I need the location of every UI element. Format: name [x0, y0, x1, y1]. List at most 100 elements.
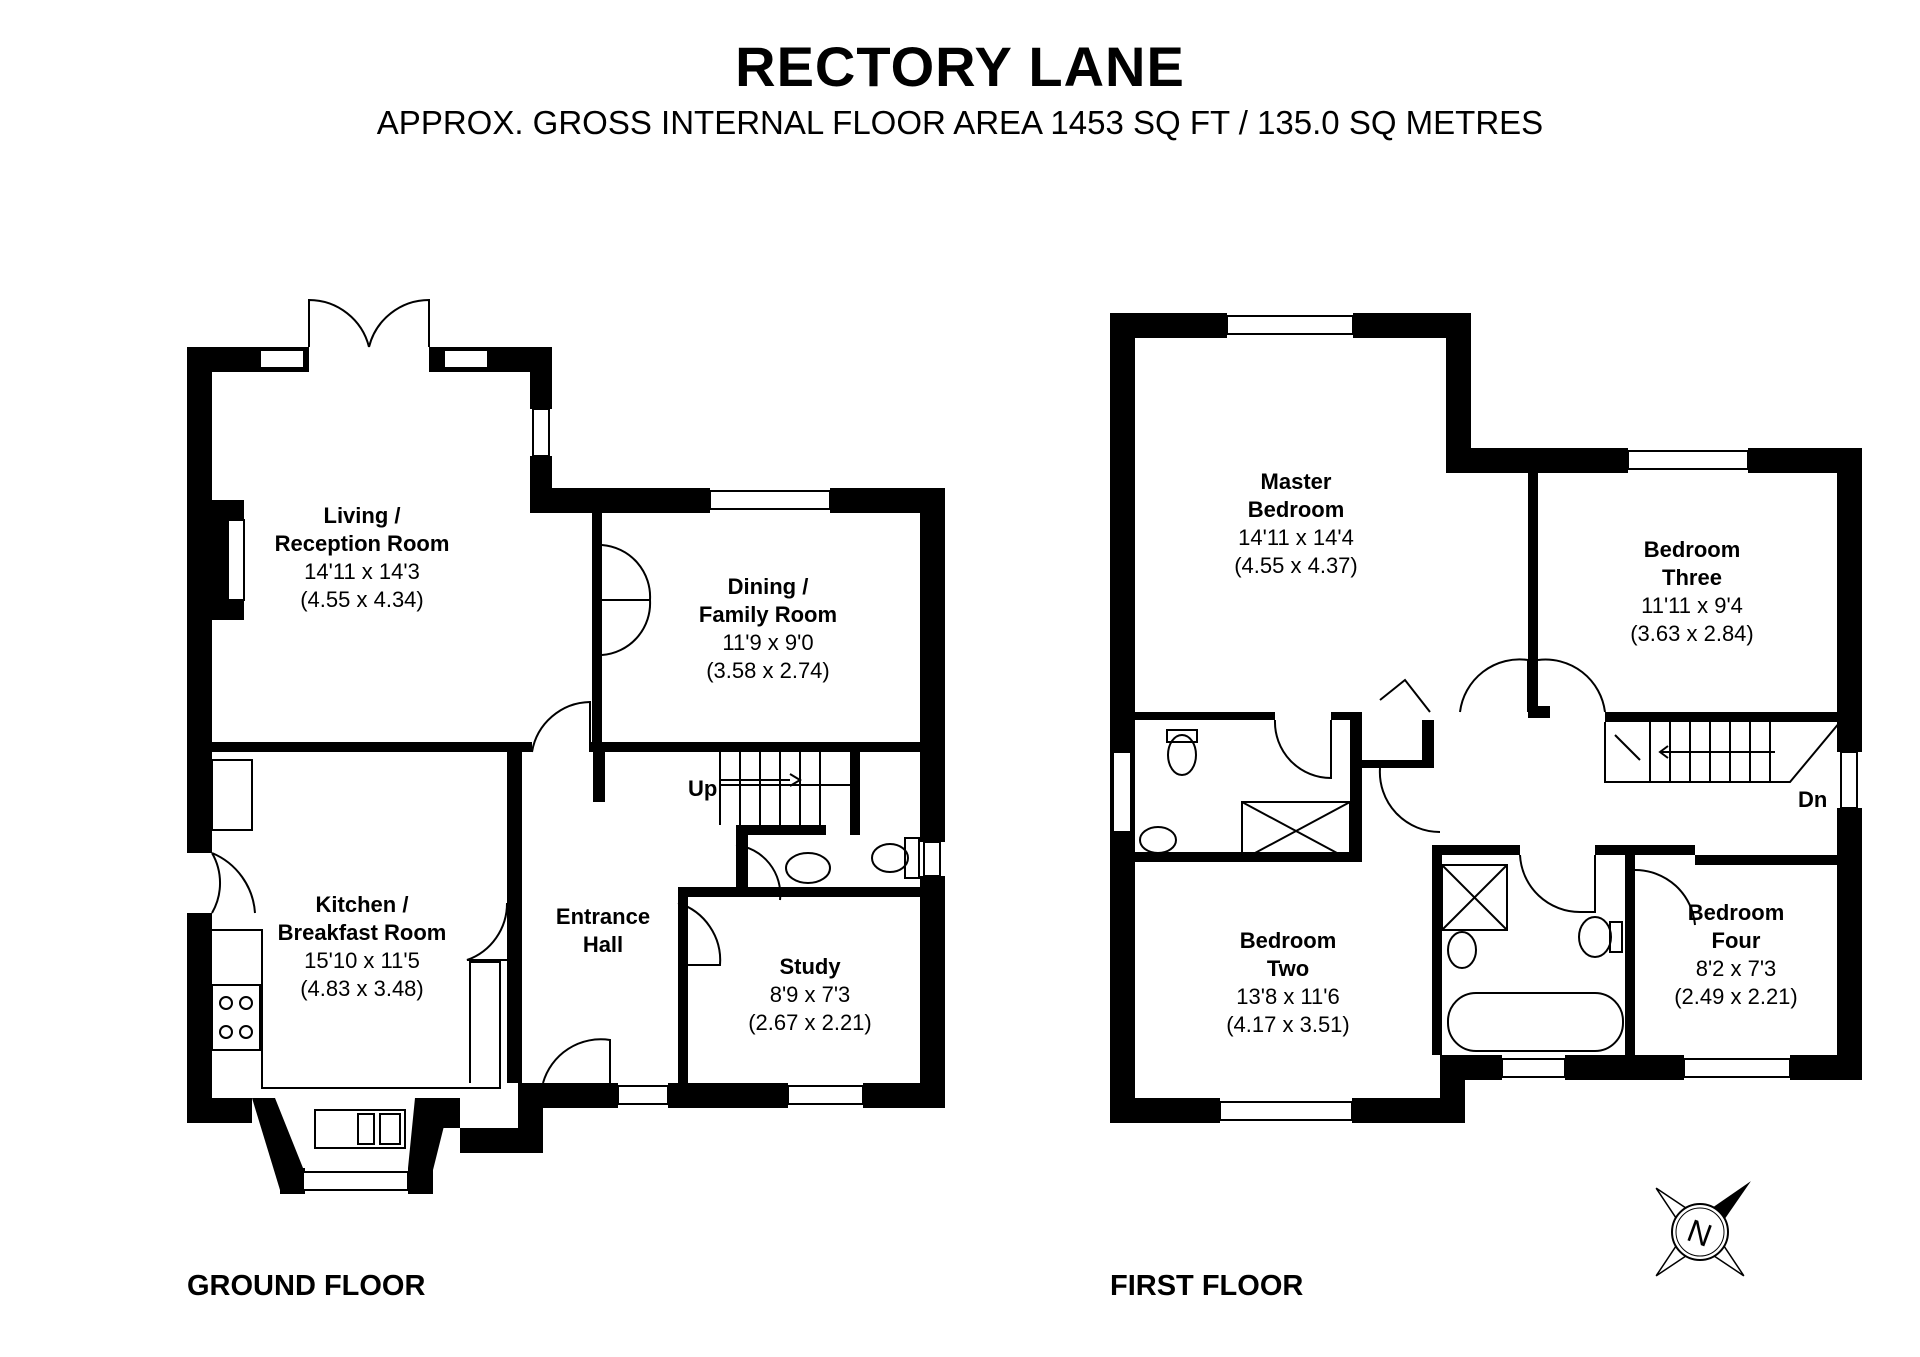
double-door: [601, 544, 652, 656]
wall: [1565, 1055, 1637, 1080]
door-arc: [1273, 719, 1332, 780]
toilet-bowl: [1167, 734, 1197, 776]
shower-tray: [1241, 801, 1351, 861]
wall: [1110, 313, 1227, 338]
window: [617, 1085, 669, 1105]
wall: [593, 752, 605, 802]
wall: [1595, 845, 1695, 855]
bath: [1447, 992, 1624, 1052]
shower-tray-lines: [1241, 801, 1351, 861]
kitchen-unit: [211, 759, 253, 831]
bedroom-three-name-2: Three: [1662, 565, 1722, 590]
wall: [920, 488, 945, 842]
window: [259, 349, 305, 369]
basin: [1447, 931, 1477, 969]
wall: [187, 347, 212, 853]
hob-ring: [219, 1025, 233, 1039]
window: [1501, 1058, 1566, 1078]
door-arc: [1378, 767, 1441, 834]
wall: [678, 887, 920, 897]
stairs-up-label: Up: [688, 776, 717, 801]
window: [1683, 1058, 1791, 1078]
wall: [1432, 845, 1442, 1055]
kitchen-name-2: Breakfast Room: [278, 920, 447, 945]
wall: [590, 742, 920, 752]
dining-room-name-1: Dining /: [728, 574, 809, 599]
wall: [863, 1083, 945, 1108]
living-room-metric: (4.55 x 4.34): [300, 587, 424, 612]
door-arc: [735, 844, 782, 901]
wall: [1528, 473, 1538, 718]
wall: [280, 1168, 305, 1194]
wall: [920, 876, 945, 1108]
toilet: [904, 837, 920, 879]
kitchen-counter: [212, 929, 501, 1089]
hall-name-1: Entrance: [556, 904, 650, 929]
living-room-name-1: Living /: [324, 503, 401, 528]
wall: [1790, 1055, 1862, 1080]
north-compass-icon: N: [1655, 1181, 1751, 1277]
window: [1627, 450, 1749, 470]
wall: [1360, 760, 1430, 768]
window: [923, 841, 941, 877]
wall: [530, 347, 552, 409]
wall: [460, 1128, 543, 1153]
door-arc: [542, 1038, 611, 1084]
dining-room-imperial: 11'9 x 9'0: [722, 630, 813, 655]
basin: [1139, 826, 1177, 854]
wall: [1460, 1055, 1502, 1080]
window: [709, 490, 831, 510]
bedroom-four-name-1: Bedroom: [1688, 900, 1785, 925]
plan-title: RECTORY LANE: [735, 35, 1185, 98]
window: [443, 349, 489, 369]
door-arc: [1519, 854, 1596, 914]
wall: [1352, 1098, 1465, 1123]
wall: [1135, 712, 1275, 720]
door-arc: [211, 852, 256, 914]
wall: [668, 1083, 788, 1108]
toilet-bowl: [871, 843, 909, 873]
wall: [1422, 720, 1434, 768]
shower-tray: [1441, 864, 1508, 931]
window: [1112, 751, 1132, 833]
wall: [408, 1098, 448, 1190]
wall: [1350, 712, 1362, 860]
stairs-down-label: Dn: [1798, 787, 1827, 812]
wall: [736, 825, 826, 835]
hall-name-2: Hall: [583, 932, 623, 957]
master-bedroom-name-2: Bedroom: [1248, 497, 1345, 522]
sink-bowl: [357, 1113, 375, 1145]
master-bedroom-name-1: Master: [1261, 469, 1332, 494]
wall: [187, 913, 212, 1123]
first-floor-plan: [1110, 313, 1862, 1123]
kitchen-name-1: Kitchen /: [316, 892, 409, 917]
ground-stairs: [719, 752, 860, 825]
study-imperial: 8'9 x 7'3: [770, 982, 851, 1007]
wall: [1110, 313, 1135, 1123]
door-arc: [466, 902, 509, 961]
wall: [1331, 712, 1361, 720]
wall: [1605, 712, 1837, 722]
master-bedroom-imperial: 14'11 x 14'4: [1238, 525, 1354, 550]
wall: [1110, 1098, 1220, 1123]
dining-room-metric: (3.58 x 2.74): [706, 658, 830, 683]
sink-bowl: [379, 1113, 401, 1145]
window: [1840, 751, 1858, 809]
door-arc: [1537, 658, 1606, 713]
door-arc: [1379, 678, 1431, 713]
wall: [850, 752, 860, 835]
wall: [530, 488, 710, 513]
living-room-imperial: 14'11 x 14'3: [304, 559, 420, 584]
wall: [1837, 808, 1862, 1080]
hob-ring: [219, 996, 233, 1010]
first-stairs: [1604, 721, 1841, 783]
toilet: [1609, 921, 1623, 953]
wall: [678, 887, 688, 1083]
wall: [1695, 855, 1837, 865]
wall: [736, 825, 748, 887]
study-name: Study: [779, 954, 841, 979]
toilet: [1166, 729, 1198, 743]
door-arc: [531, 700, 591, 753]
wall: [1446, 313, 1471, 473]
bedroom-three-name-1: Bedroom: [1644, 537, 1741, 562]
